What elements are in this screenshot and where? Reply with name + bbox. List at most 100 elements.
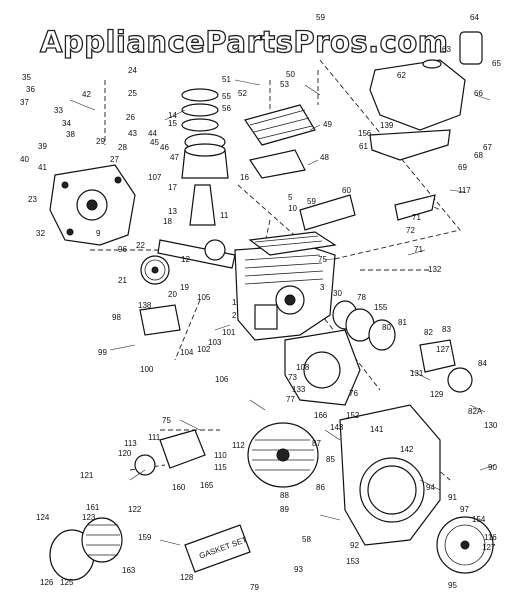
piston: [181, 143, 229, 179]
part-number-label: 163: [122, 566, 136, 575]
part-number-label: 23: [28, 195, 37, 204]
part-number-label: 82: [424, 328, 433, 337]
part-number-label: 13: [168, 207, 177, 216]
part-number-label: 49: [323, 120, 332, 129]
part-number-label: 165: [200, 481, 214, 490]
part-number-label: 71: [414, 245, 423, 254]
part-number-label: 38: [66, 130, 75, 139]
part-number-label: 81: [398, 318, 407, 327]
part-number-label: 128: [180, 573, 194, 582]
part-number-label: 71: [412, 213, 421, 222]
part-number-label: 76: [349, 389, 358, 398]
part-number-label: 53: [280, 80, 289, 89]
part-number-label: 100: [140, 365, 154, 374]
part-number-label: 160: [172, 483, 186, 492]
part-number-label: 10: [288, 204, 297, 213]
part-number-label: 123: [82, 513, 96, 522]
part-number-labels: 5924252635363733343839404142292332141516…: [20, 13, 501, 592]
recoil-starter: [436, 516, 494, 574]
crankcase-cover: [49, 164, 136, 246]
part-number-label: 104: [180, 348, 194, 357]
connecting-rod: [189, 184, 216, 226]
part-number-label: 90: [488, 463, 497, 472]
part-number-label: 61: [359, 142, 368, 151]
part-number-label: 105: [197, 293, 211, 302]
part-number-label: 77: [286, 395, 295, 404]
part-number-label: 29: [96, 137, 105, 146]
air-shroud: [284, 329, 361, 406]
part-number-label: 99: [98, 348, 107, 357]
breather-plate: [139, 304, 181, 336]
intake-manifold: [244, 104, 316, 146]
shield-bracket: [299, 194, 356, 231]
part-number-label: 65: [492, 59, 501, 68]
part-number-label: 143: [330, 423, 344, 432]
part-number-label: 133: [292, 385, 306, 394]
carburetor: [419, 339, 473, 393]
part-number-label: 56: [222, 104, 231, 113]
part-number-label: 15: [168, 119, 177, 128]
gas-tank: [369, 31, 483, 131]
part-number-label: 58: [302, 535, 311, 544]
part-number-label: 153: [346, 557, 360, 566]
part-number-label: 125: [60, 578, 74, 587]
part-number-label: 121: [80, 471, 94, 480]
part-number-label: 127: [436, 345, 450, 354]
part-number-label: 107: [148, 173, 162, 182]
part-number-label: 26: [126, 113, 135, 122]
part-number-label: 11: [220, 211, 229, 220]
part-number-label: 141: [370, 425, 384, 434]
part-number-label: 88: [280, 491, 289, 500]
part-number-label: 112: [232, 441, 245, 450]
flywheel: [247, 422, 319, 488]
part-number-label: 103: [208, 338, 222, 347]
piston-rings: [181, 88, 226, 151]
part-number-label: 25: [128, 89, 137, 98]
part-number-label: 1: [232, 298, 237, 307]
part-number-label: 60: [342, 186, 351, 195]
part-number-label: 116: [484, 533, 497, 542]
part-number-label: 117: [458, 186, 471, 195]
part-number-label: 161: [86, 503, 100, 512]
part-number-label: 68: [474, 151, 483, 160]
part-number-label: 39: [38, 142, 47, 151]
part-number-label: 89: [280, 505, 289, 514]
starter-pulley: [49, 517, 123, 581]
tank-bracket: [369, 129, 451, 161]
part-number-label: 73: [288, 373, 297, 382]
part-number-label: 36: [26, 85, 35, 94]
part-number-label: 78: [357, 293, 366, 302]
part-number-label: 19: [180, 283, 189, 292]
part-number-label: 17: [168, 183, 177, 192]
part-number-label: 115: [214, 463, 227, 472]
part-number-label: 72: [406, 226, 415, 235]
part-number-label: 41: [38, 163, 47, 172]
part-number-label: 34: [62, 119, 71, 128]
part-number-label: 86: [316, 483, 325, 492]
part-number-label: 131: [410, 369, 424, 378]
part-number-label: 130: [484, 421, 498, 430]
part-number-label: 156: [358, 129, 372, 138]
cylinder-head: [248, 231, 337, 256]
part-number-label: 55: [222, 92, 231, 101]
part-number-label: 16: [240, 173, 249, 182]
part-number-label: 126: [40, 578, 54, 587]
part-number-label: 32: [36, 229, 45, 238]
part-number-label: 113: [124, 439, 137, 448]
part-number-label: 85: [326, 455, 335, 464]
part-number-label: 111: [148, 433, 161, 442]
starter-clutch: [134, 429, 206, 476]
part-number-label: 97: [460, 505, 469, 514]
part-number-label: 22: [136, 241, 145, 250]
part-number-label: 122: [128, 505, 142, 514]
part-number-label: 18: [163, 217, 172, 226]
part-number-label: 44: [148, 129, 157, 138]
part-number-label: 28: [118, 143, 127, 152]
part-number-label: 154: [472, 515, 486, 524]
part-number-label: 27: [110, 155, 119, 164]
part-number-label: 98: [112, 313, 121, 322]
part-number-label: 75: [162, 416, 171, 425]
part-number-label: 152: [346, 411, 360, 420]
part-number-label: 166: [314, 411, 328, 420]
